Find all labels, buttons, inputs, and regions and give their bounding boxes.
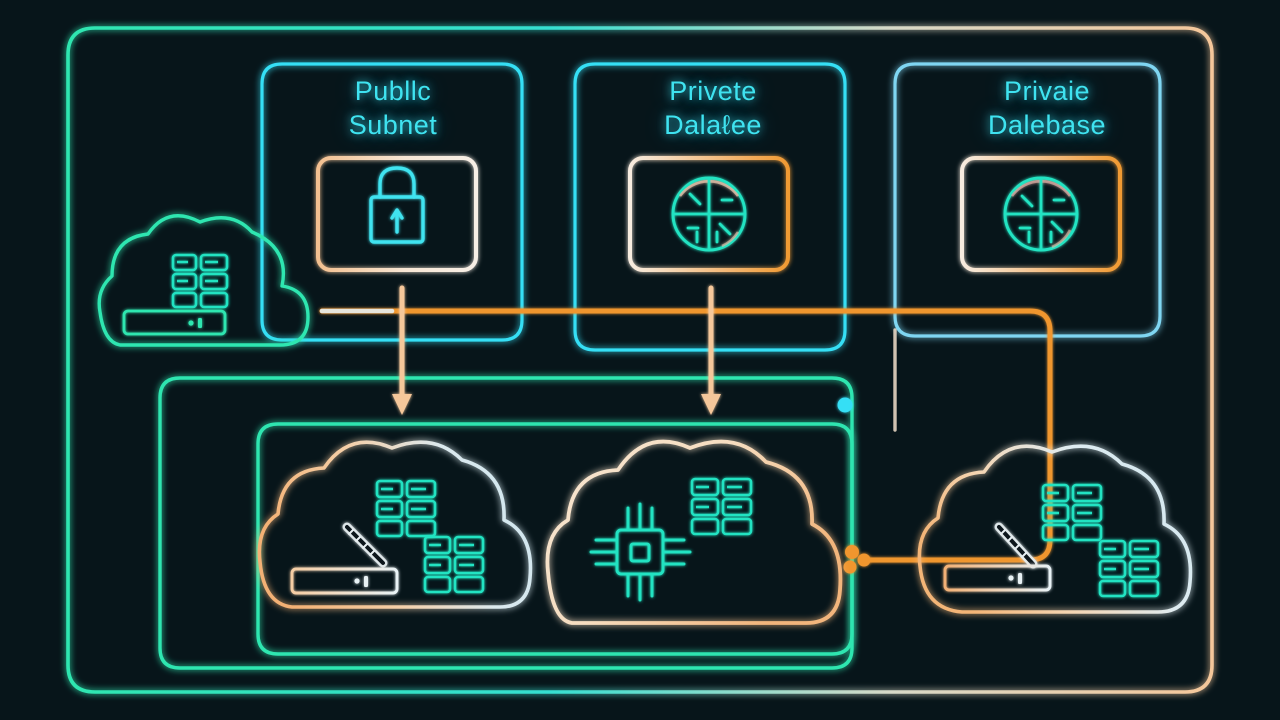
- arrow-public-down: [392, 285, 412, 415]
- lock-icon-box[interactable]: [316, 156, 478, 272]
- node-dot-cyan[interactable]: [837, 397, 853, 413]
- status-bar-icon-edge: [122, 309, 227, 336]
- status-bar-icon-a: [290, 567, 399, 595]
- node-cluster-orange[interactable]: [843, 545, 871, 574]
- cloud-zone-a[interactable]: [257, 440, 533, 609]
- ladder-link-icon-a: [342, 522, 388, 568]
- vpc-outer-boundary: [66, 26, 1214, 694]
- cpu-chip-icon-b: [589, 502, 692, 602]
- server-rack-icon-edge: [171, 253, 229, 309]
- cloud-zone-c[interactable]: [917, 444, 1193, 614]
- network-globe-icon-2: [1003, 176, 1079, 252]
- status-bar-icon-c: [943, 564, 1052, 592]
- network-globe-icon-1: [671, 176, 747, 252]
- panel-public-subnet[interactable]: [260, 62, 524, 342]
- availability-zone-boundary: [256, 422, 854, 656]
- panel-private-database-1[interactable]: [573, 62, 847, 352]
- arrow-db1-down: [701, 285, 721, 415]
- cloud-edge-left[interactable]: [97, 214, 310, 347]
- server-rack-icon-a1: [375, 479, 437, 538]
- subnet-group-boundary: [158, 376, 854, 670]
- server-rack-icon-c1: [1041, 483, 1103, 542]
- server-rack-icon-c2: [1098, 539, 1160, 598]
- server-rack-icon-a2: [423, 535, 485, 594]
- link-bus-horizontal: [319, 308, 1053, 563]
- lock-icon: [369, 166, 425, 244]
- cloud-zone-b[interactable]: [545, 439, 843, 625]
- server-rack-icon-b: [690, 477, 753, 536]
- ladder-link-icon-c: [994, 522, 1038, 569]
- panel-private-database-2[interactable]: [893, 62, 1162, 338]
